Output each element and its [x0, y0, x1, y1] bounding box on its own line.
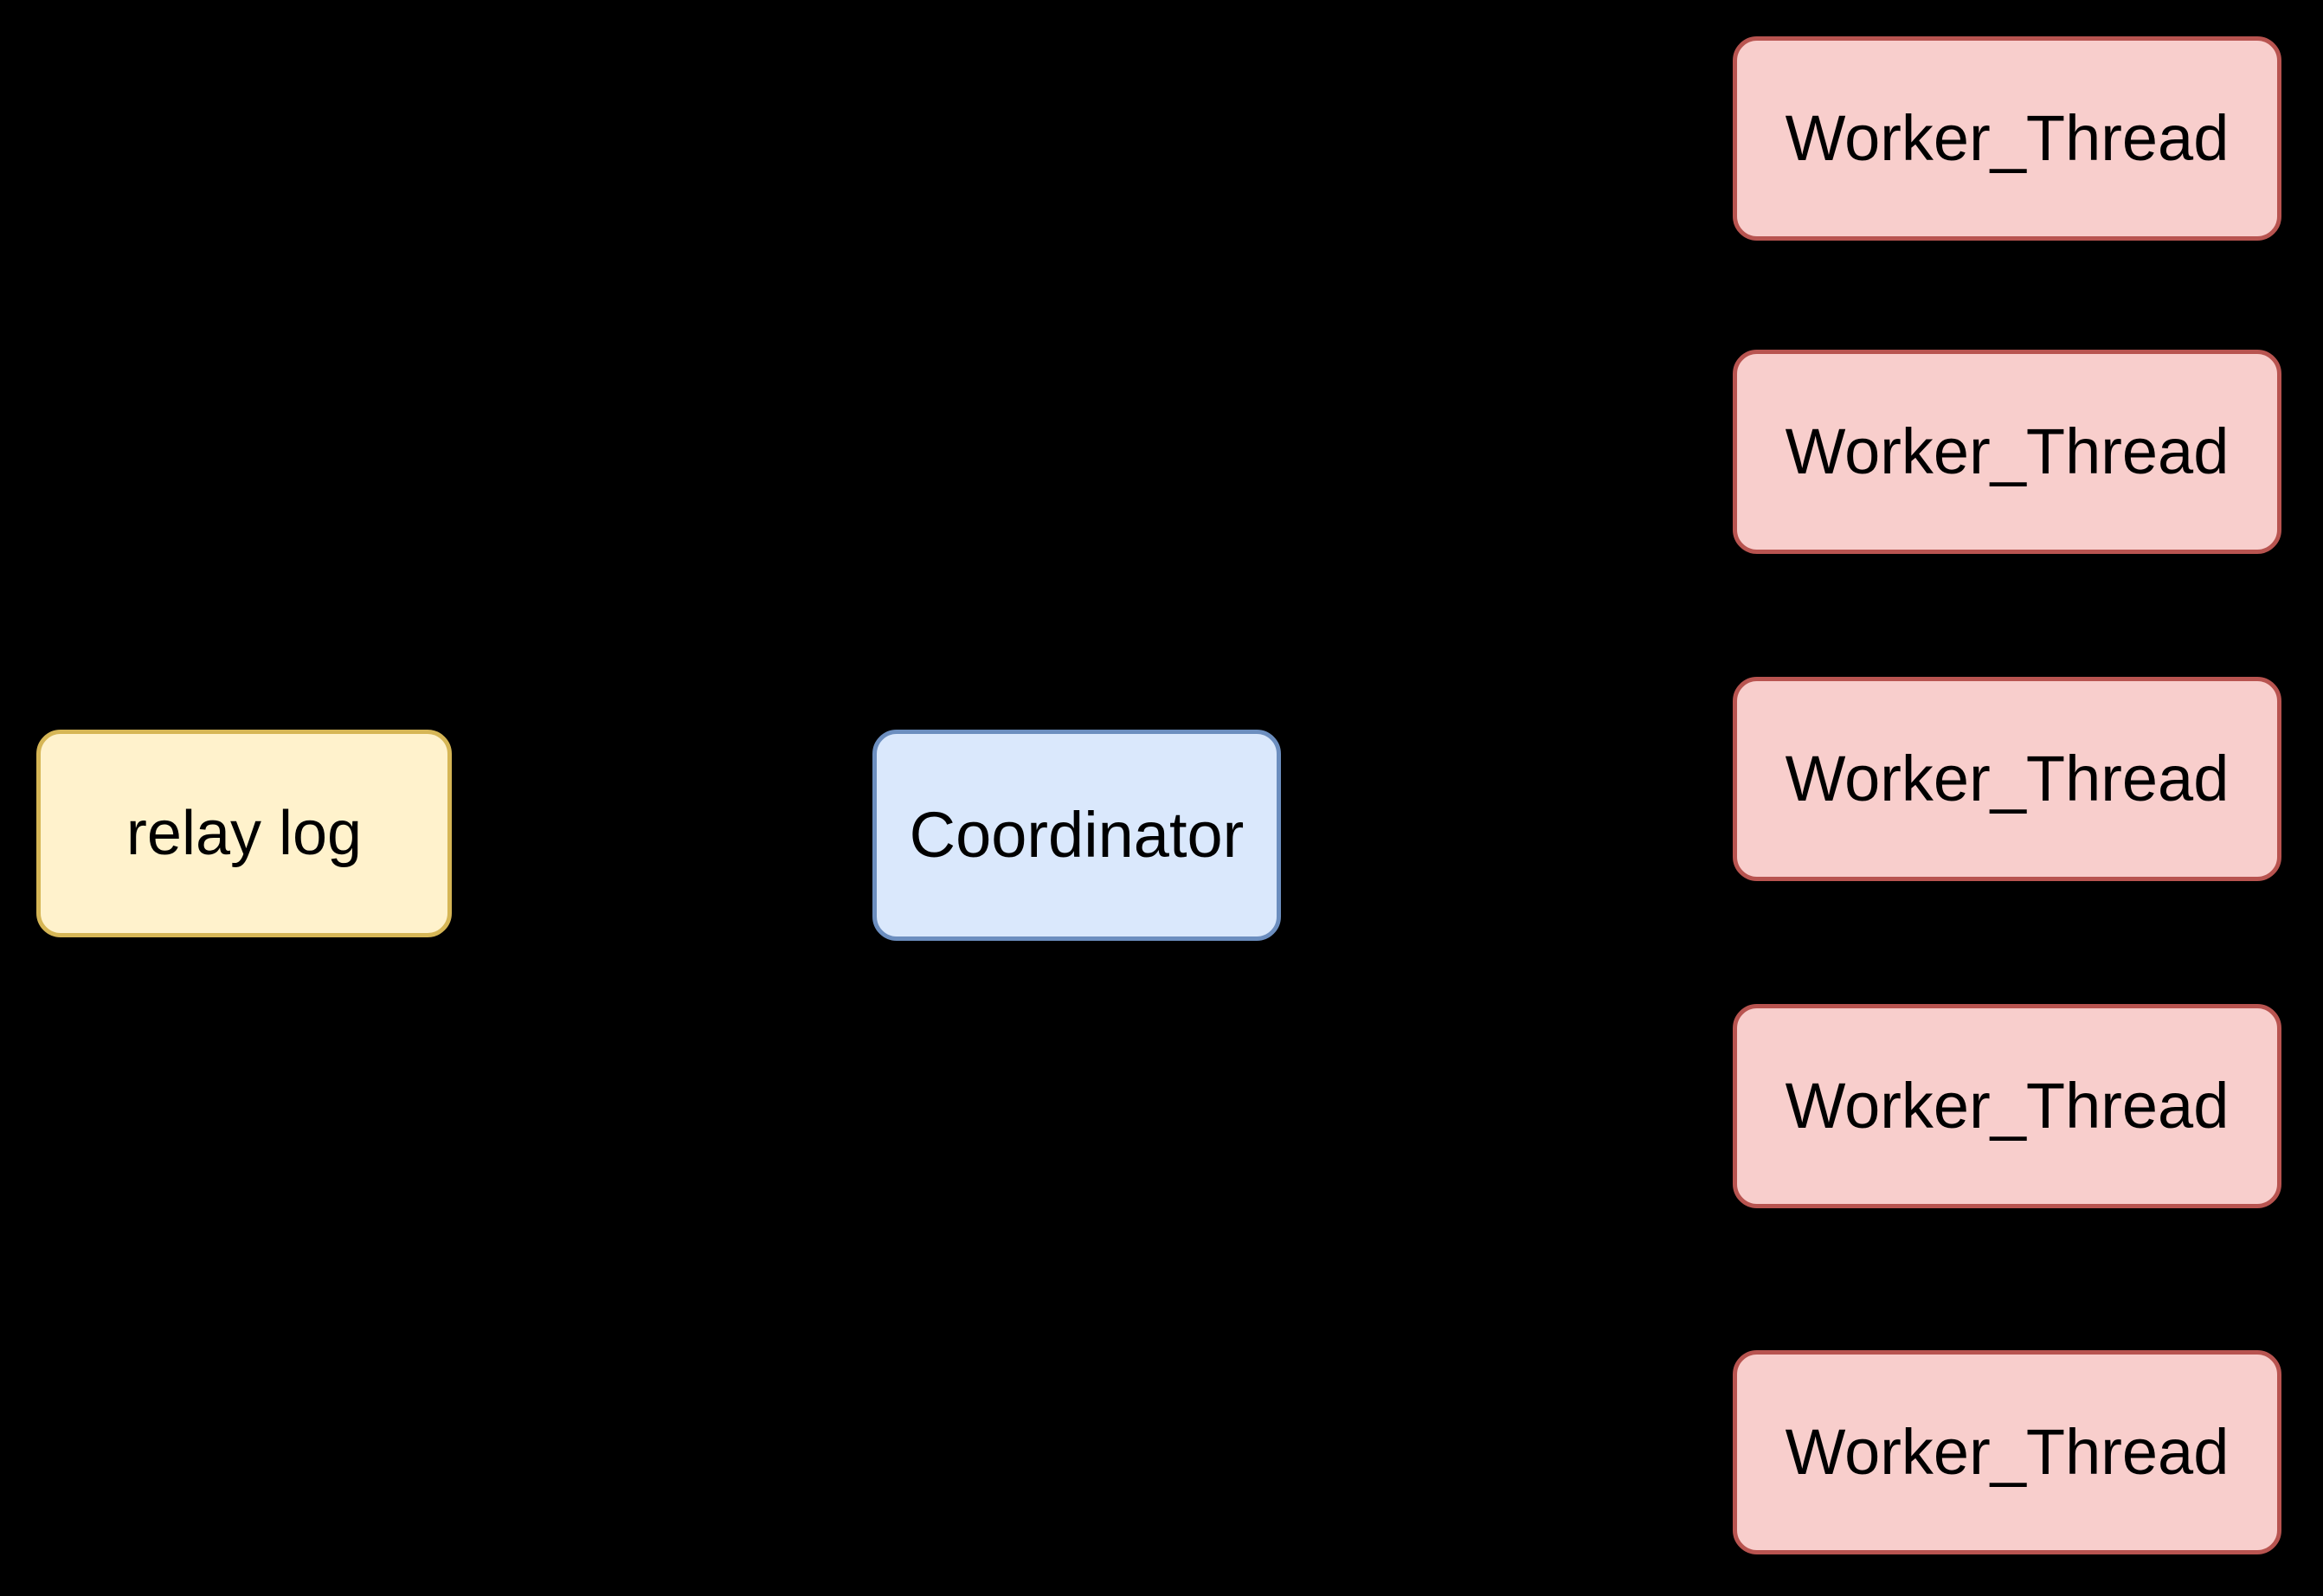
edge-coordinator-worker-1	[993, 136, 1733, 730]
node-relay-log[interactable]: relay log	[36, 730, 452, 937]
node-worker-thread-1-label: Worker_Thread	[1785, 102, 2230, 175]
node-worker-thread-3-label: Worker_Thread	[1785, 743, 2230, 815]
node-coordinator[interactable]: Coordinator	[872, 730, 1281, 941]
node-worker-thread-2[interactable]: Worker_Thread	[1733, 350, 2281, 554]
edge-coordinator-worker-4	[1157, 941, 1733, 1109]
edge-coordinator-worker-2	[1157, 449, 1733, 730]
node-worker-thread-5[interactable]: Worker_Thread	[1733, 1350, 2281, 1554]
node-worker-thread-5-label: Worker_Thread	[1785, 1416, 2230, 1489]
edge-coordinator-worker-5	[993, 941, 1733, 1455]
edge-coordinator-worker-3	[1281, 776, 1733, 836]
node-worker-thread-4[interactable]: Worker_Thread	[1733, 1004, 2281, 1208]
node-relay-log-label: relay log	[125, 798, 363, 868]
node-worker-thread-2-label: Worker_Thread	[1785, 415, 2230, 488]
node-coordinator-label: Coordinator	[909, 799, 1245, 872]
node-worker-thread-1[interactable]: Worker_Thread	[1733, 36, 2281, 241]
node-worker-thread-4-label: Worker_Thread	[1785, 1070, 2230, 1142]
node-worker-thread-3[interactable]: Worker_Thread	[1733, 677, 2281, 881]
